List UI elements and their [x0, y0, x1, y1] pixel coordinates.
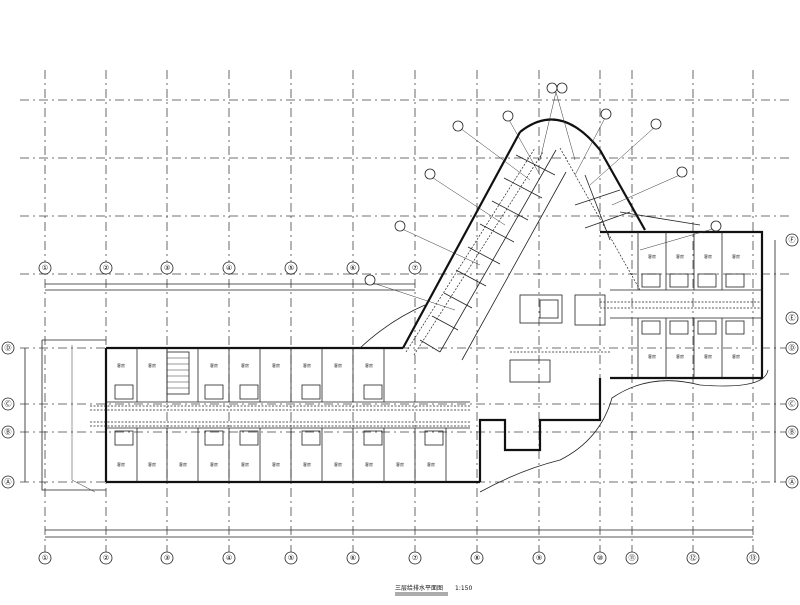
svg-text:客房: 客房: [732, 253, 740, 259]
tower-axis-bubbles: [364, 82, 722, 286]
svg-text:客房: 客房: [704, 253, 712, 259]
bottom-axis-label-13: ⑬: [750, 554, 757, 562]
bottom-axis-label-10: ⑩: [597, 554, 603, 562]
svg-text:客房: 客房: [704, 353, 712, 359]
bottom-axis-label-12: ⑫: [690, 554, 697, 562]
left-axis-bubbles: Ⓓ Ⓒ Ⓑ Ⓐ: [1, 341, 15, 489]
right-axis-label-c: Ⓒ: [789, 400, 796, 408]
bathroom-pods-left: [114, 384, 444, 446]
top-axis-label-5: ⑤: [288, 264, 294, 272]
bottom-axis-label-1: ①: [42, 554, 48, 562]
svg-text:客房: 客房: [241, 461, 249, 467]
drawing-title: 三层给排水平面图: [395, 584, 443, 592]
svg-text:客房: 客房: [303, 461, 311, 467]
room-labels: 客房 客房 客房 客房 客房 客房 客房 客房 客房 客房 客房 客房 客房 客…: [117, 362, 435, 467]
svg-text:客房: 客房: [272, 461, 280, 467]
top-axis-label-4: ④: [226, 264, 232, 272]
left-axis-label-b: Ⓑ: [5, 428, 12, 436]
bottom-axis-label-3: ③: [164, 554, 170, 562]
svg-text:客房: 客房: [427, 461, 435, 467]
drawing-scale: 1:150: [455, 585, 472, 592]
svg-text:客房: 客房: [648, 353, 656, 359]
bottom-axis-label-5: ⑤: [288, 554, 294, 562]
svg-text:客房: 客房: [676, 353, 684, 359]
bottom-axis-label-6: ⑥: [350, 554, 356, 562]
svg-text:客房: 客房: [148, 362, 156, 368]
svg-text:客房: 客房: [334, 362, 342, 368]
bottom-axis-label-9: ⑨: [536, 554, 542, 562]
top-axis-label-7: ⑦: [412, 264, 418, 272]
svg-text:客房: 客房: [210, 461, 218, 467]
svg-text:客房: 客房: [117, 362, 125, 368]
bottom-axis-bubbles: ① ② ③ ④ ⑤ ⑥ ⑦ ⑧ ⑨ ⑩ ⑪ ⑫ ⑬: [38, 551, 760, 565]
svg-text:客房: 客房: [117, 461, 125, 467]
left-axis-label-c: Ⓒ: [5, 400, 12, 408]
bottom-axis-label-8: ⑧: [474, 554, 480, 562]
svg-text:客房: 客房: [179, 461, 187, 467]
bottom-axis-label-2: ②: [103, 554, 109, 562]
svg-text:客房: 客房: [648, 253, 656, 259]
svg-text:客房: 客房: [303, 362, 311, 368]
top-axis-label-6: ⑥: [350, 264, 356, 272]
title-block: 三层给排水平面图 1:150: [395, 584, 472, 596]
top-axis-label-3: ③: [164, 264, 170, 272]
svg-text:客房: 客房: [365, 461, 373, 467]
svg-text:客房: 客房: [334, 461, 342, 467]
dimension-lines: [24, 240, 776, 538]
top-axis-label-2: ②: [103, 264, 109, 272]
bottom-axis-label-4: ④: [226, 554, 232, 562]
right-axis-bubbles: Ⓕ Ⓔ Ⓓ Ⓒ Ⓑ Ⓐ: [785, 233, 799, 489]
top-axis-label-1: ①: [42, 264, 48, 272]
bottom-axis-label-7: ⑦: [412, 554, 418, 562]
svg-text:客房: 客房: [676, 253, 684, 259]
left-axis-label-a: Ⓐ: [5, 478, 12, 486]
right-axis-label-d: Ⓓ: [789, 344, 796, 352]
diagonal-wing-rooms: [419, 149, 631, 383]
svg-text:客房: 客房: [365, 362, 373, 368]
bottom-axis-label-11: ⑪: [629, 554, 636, 562]
left-wing-rooms: [106, 348, 470, 482]
exterior-walls: [41, 118, 769, 493]
right-axis-label-f: Ⓕ: [789, 236, 796, 244]
svg-text:客房: 客房: [272, 362, 280, 368]
left-axis-label-d: Ⓓ: [5, 344, 12, 352]
right-axis-label-a: Ⓐ: [789, 478, 796, 486]
svg-text:客房: 客房: [241, 362, 249, 368]
right-wing-rooms: 客房 客房 客房 客房 客房 客房 客房 客房: [610, 232, 762, 378]
svg-text:客房: 客房: [148, 461, 156, 467]
right-axis-label-b: Ⓑ: [789, 428, 796, 436]
svg-text:客房: 客房: [396, 461, 404, 467]
plumbing-runs: [90, 147, 760, 427]
top-axis-bubbles: ① ② ③ ④ ⑤ ⑥ ⑦: [38, 261, 422, 275]
right-axis-label-e: Ⓔ: [789, 314, 796, 322]
svg-text:客房: 客房: [732, 353, 740, 359]
radial-axis-leaders: [369, 91, 717, 311]
svg-text:客房: 客房: [210, 362, 218, 368]
